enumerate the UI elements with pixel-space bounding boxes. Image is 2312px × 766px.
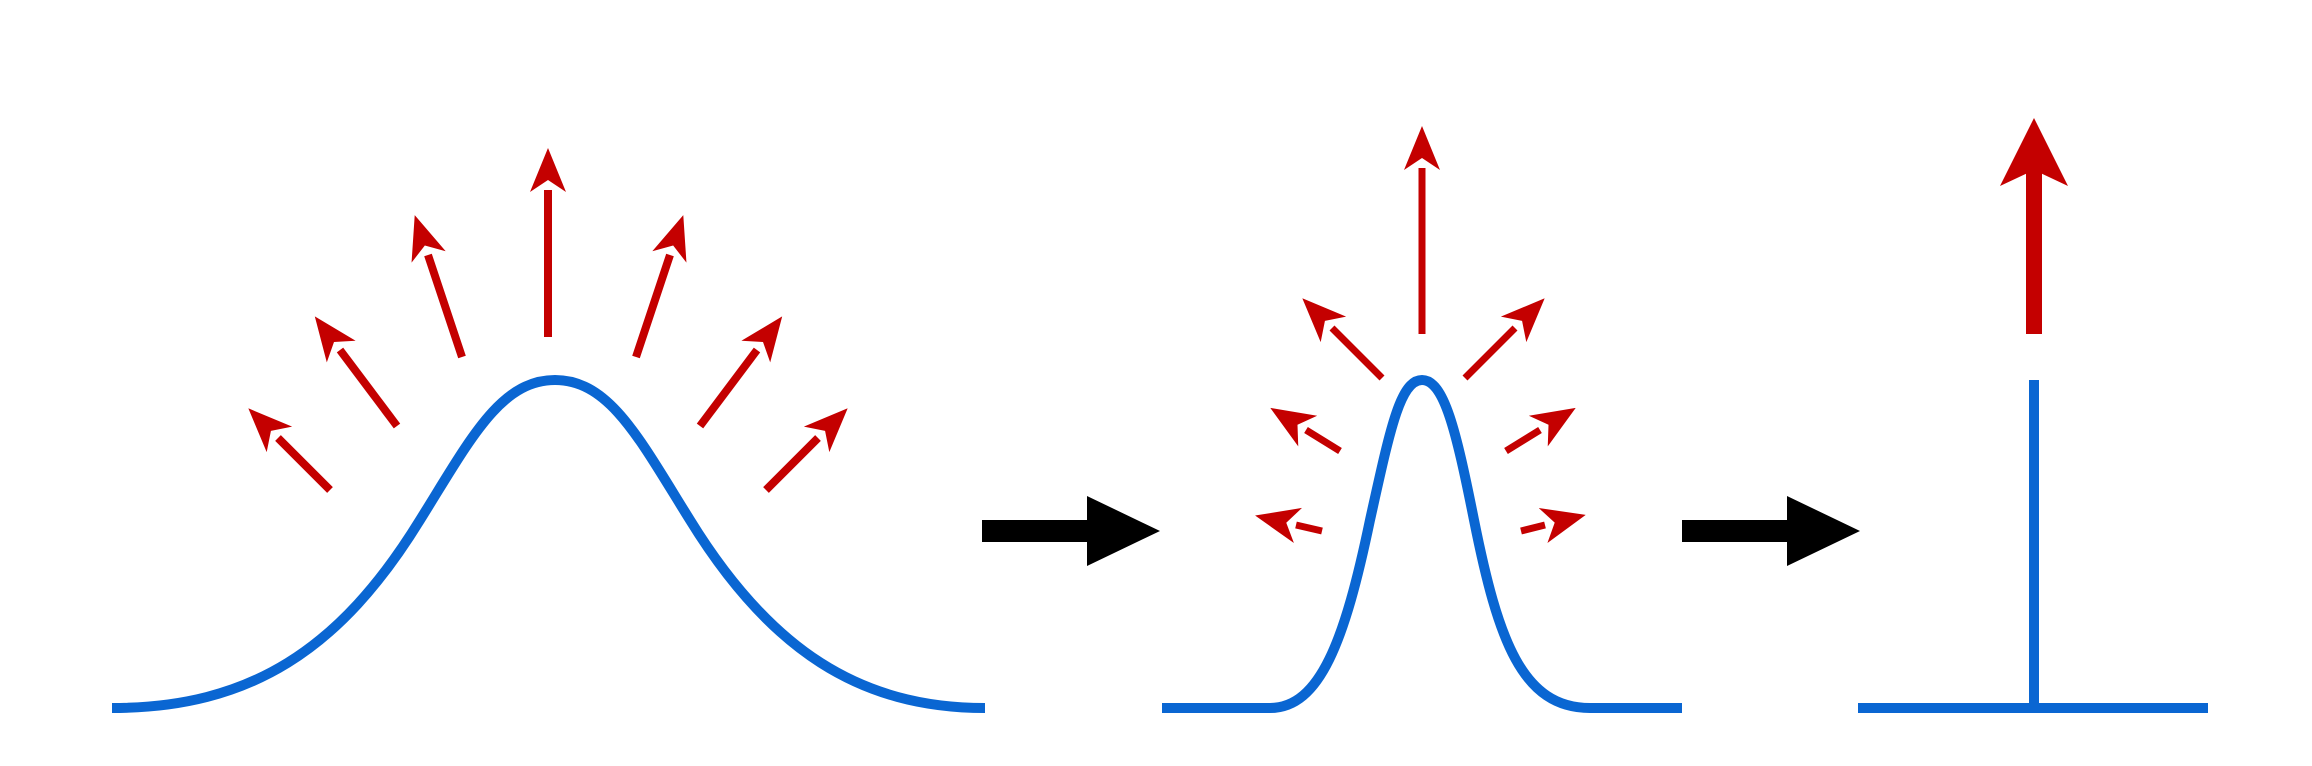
arrow-right-inner: [632, 215, 687, 359]
arrow-left-inner: [411, 215, 466, 359]
arrow-lower-right: [1520, 508, 1586, 543]
arrow-lower-left: [1255, 507, 1323, 543]
wide-gaussian-curve: [111, 374, 986, 713]
arrow-upper-right: [1462, 298, 1545, 381]
narrow-gaussian-arrows: [1255, 126, 1586, 543]
arrow-spike-head: [2000, 118, 2068, 186]
arrow-mid-left: [1270, 407, 1342, 454]
arrow-right-mid: [696, 316, 783, 429]
arrow-mid-right: [1504, 407, 1576, 454]
arrow-right-outer: [763, 408, 848, 493]
narrow-gaussian-curve: [1162, 374, 1682, 713]
panel-delta-spike: [1858, 118, 2208, 713]
step-arrow-1: [982, 496, 1160, 566]
panel-wide-gaussian: [111, 148, 986, 713]
arrow-left-mid: [314, 316, 401, 429]
arrow-upper-left: [1302, 298, 1385, 381]
step-arrow-2: [1682, 496, 1860, 566]
panel-narrow-gaussian: [1162, 126, 1682, 713]
wide-gaussian-arrows: [248, 148, 848, 493]
arrow-left-outer: [248, 408, 333, 493]
